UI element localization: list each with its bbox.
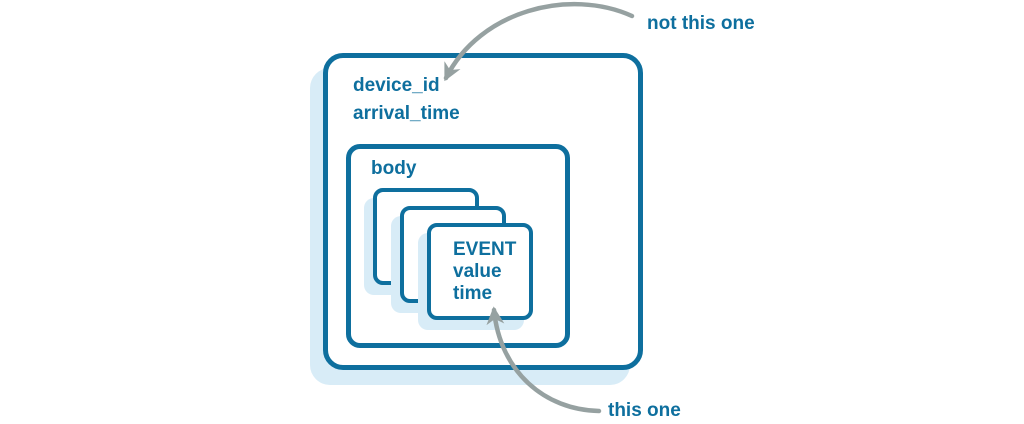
record-field-arrival-time: arrival_time <box>353 103 460 124</box>
annotation-this-one: this one <box>608 400 681 421</box>
event-card: EVENT value time <box>427 223 533 320</box>
record-field-device-id: device_id <box>353 75 440 96</box>
event-card-title: EVENT <box>453 239 517 260</box>
annotation-not-this-one: not this one <box>647 13 755 34</box>
event-field-value: value <box>453 261 502 282</box>
event-field-time: time <box>453 283 493 304</box>
body-label: body <box>371 158 417 179</box>
outer-record-fields: device_id arrival_time <box>353 72 460 128</box>
